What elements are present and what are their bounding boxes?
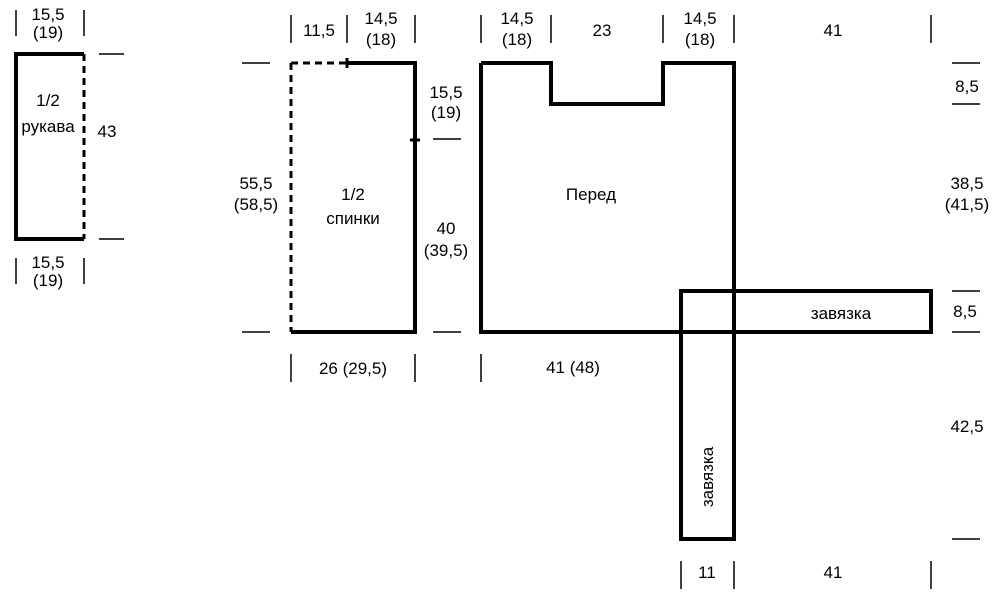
- back-neck-width: 11,5: [303, 21, 335, 40]
- back-side-height: 40: [437, 219, 456, 238]
- back-total-height-alt: (58,5): [234, 195, 278, 214]
- sleeve-bottom-width-alt: (19): [33, 271, 63, 290]
- tie-bottom-width: 11: [698, 563, 716, 582]
- tie-width: 8,5: [953, 302, 977, 321]
- back-total-height: 55,5: [239, 174, 272, 193]
- back-outline: [291, 61, 417, 334]
- tie-horizontal-label: завязка: [811, 304, 872, 323]
- front-left-shoulder-alt: (18): [502, 30, 532, 49]
- tie-vertical-label: завязка: [698, 446, 717, 507]
- tie-horizontal: завязка: [681, 289, 933, 334]
- back-bottom-width: 26 (29,5): [319, 359, 387, 378]
- sleeve-title-line2: рукава: [21, 117, 75, 136]
- back-armhole-height: 15,5: [429, 83, 462, 102]
- back-side-height-alt: (39,5): [424, 241, 468, 260]
- back-shoulder-width-alt: (18): [366, 30, 396, 49]
- tie-horizontal-outline: [681, 289, 933, 334]
- tie-dimensions: [680, 15, 980, 589]
- front-bottom-width: 41 (48): [546, 358, 600, 377]
- tie-upper-height: 38,5: [950, 174, 983, 193]
- sleeve-title-line1: 1/2: [36, 91, 60, 110]
- sleeve-dimensions: [15, 10, 124, 284]
- back-piece: 1/2 спинки: [289, 58, 420, 334]
- sleeve-length: 43: [98, 122, 117, 141]
- front-outline-top: [481, 61, 736, 291]
- sleeve-bottom-width: 15,5: [31, 253, 64, 272]
- front-dimensions: [480, 15, 735, 382]
- sleeve-piece: 1/2 рукава: [14, 52, 86, 241]
- front-right-shoulder: 14,5: [683, 9, 716, 28]
- sleeve-outline: [14, 52, 84, 241]
- tie-top-length: 41: [824, 21, 843, 40]
- front-neck-width: 23: [593, 21, 612, 40]
- back-armhole-height-alt: (19): [431, 103, 461, 122]
- back-title-line1: 1/2: [341, 185, 365, 204]
- tie-upper-height-alt: (41,5): [945, 195, 989, 214]
- tie-neck-depth: 8,5: [955, 77, 979, 96]
- sleeve-top-width-alt: (19): [33, 23, 63, 42]
- tie-vertical: завязка: [679, 289, 736, 541]
- back-title-line2: спинки: [326, 209, 380, 228]
- front-right-shoulder-alt: (18): [685, 30, 715, 49]
- sleeve-top-width: 15,5: [31, 5, 64, 24]
- tie-bottom-length: 41: [824, 563, 843, 582]
- front-title: Перед: [566, 185, 616, 204]
- front-outline-left: [479, 63, 681, 334]
- back-shoulder-width: 14,5: [364, 9, 397, 28]
- tie-vertical-outline: [679, 289, 736, 541]
- back-dimensions: [242, 15, 461, 382]
- front-piece: Перед: [479, 61, 736, 334]
- tie-vertical-length: 42,5: [950, 417, 983, 436]
- front-left-shoulder: 14,5: [500, 9, 533, 28]
